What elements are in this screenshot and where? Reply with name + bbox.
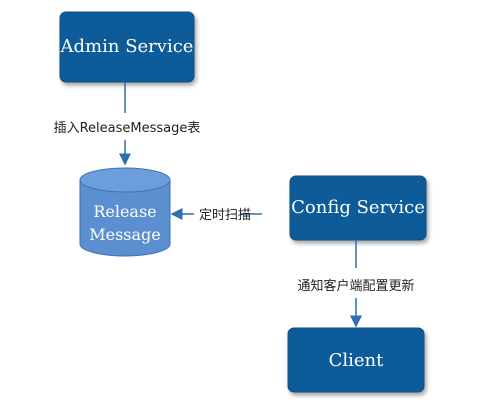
database-body	[79, 180, 171, 257]
config-to-client-label: 通知客户端配置更新	[297, 278, 414, 294]
admin-service-node: Admin Service	[59, 11, 195, 83]
release-message-label-line1: Release	[93, 202, 156, 221]
release-message-label-line2: Message	[89, 225, 161, 244]
client-box	[287, 327, 425, 393]
release-message-database: Release Message	[79, 167, 171, 257]
client-label: Client	[329, 350, 385, 371]
admin-service-box	[59, 11, 195, 83]
client-node: Client	[287, 327, 425, 393]
admin-to-db-label: 插入ReleaseMessage表	[54, 121, 201, 136]
database-top	[79, 167, 171, 193]
config-to-db-label: 定时扫描	[199, 208, 251, 223]
config-service-box	[289, 175, 427, 241]
config-service-node: Config Service	[289, 175, 427, 241]
admin-service-label: Admin Service	[60, 36, 194, 57]
config-service-label: Config Service	[291, 197, 425, 218]
